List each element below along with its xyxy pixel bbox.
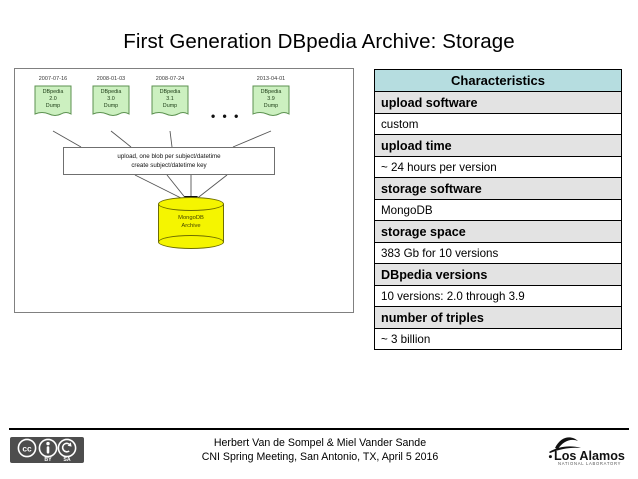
dump-label-line3: Dump	[45, 103, 61, 110]
footer-divider	[9, 428, 629, 430]
dump-label: DBpedia 3.0 Dump	[92, 89, 130, 111]
dump-label-line3: Dump	[162, 103, 178, 110]
architecture-diagram: 2007-07-16 DBpedia 2.0 Dump 2008-01-03	[14, 68, 354, 313]
dump-item-3: 2013-04-01 DBpedia 3.9 Dump	[249, 75, 293, 121]
row-value-storage-software: MongoDB	[374, 199, 622, 221]
cylinder-bottom	[158, 235, 224, 249]
cylinder-label-line2: Archive	[181, 222, 201, 229]
table-row: storage software	[374, 177, 622, 200]
svg-text:SA: SA	[63, 457, 70, 463]
dump-label-line2: 3.1	[166, 96, 174, 103]
footer-event: CNI Spring Meeting, San Antonio, TX, Apr…	[201, 451, 439, 463]
footer-authors: Herbert Van de Sompel & Miel Vander Sand…	[213, 437, 427, 449]
table-row: upload time	[374, 134, 622, 157]
dump-label-line1: DBpedia	[159, 89, 181, 95]
upload-process-line2: create subject/datetime key	[131, 162, 207, 169]
table-row: custom	[374, 113, 622, 135]
row-label-storage-software: storage software	[374, 177, 622, 200]
characteristics-table: Characteristics upload software custom u…	[374, 69, 622, 350]
dump-date: 2007-07-16	[38, 76, 68, 82]
dump-document-icon: DBpedia 3.9 Dump	[252, 85, 290, 121]
dump-date: 2013-04-01	[256, 76, 286, 82]
dump-document-icon: DBpedia 3.1 Dump	[151, 85, 189, 121]
dump-item-1: 2008-01-03 DBpedia 3.0 Dump	[89, 75, 133, 121]
row-label-dbpedia-versions: DBpedia versions	[374, 263, 622, 286]
cylinder-label: MongoDB Archive	[158, 215, 224, 230]
page-title: First Generation DBpedia Archive: Storag…	[123, 30, 515, 53]
svg-text:cc: cc	[22, 444, 32, 454]
upload-process-line1: upload, one blob per subject/datetime	[117, 153, 221, 160]
row-label-number-of-triples: number of triples	[374, 306, 622, 329]
row-label-storage-space: storage space	[374, 220, 622, 243]
dump-item-0: 2007-07-16 DBpedia 2.0 Dump	[31, 75, 75, 121]
dump-date: 2008-01-03	[96, 76, 126, 82]
table-row: number of triples	[374, 306, 622, 329]
creative-commons-license-icon: cc BY SA	[10, 437, 84, 463]
cylinder-label-line1: MongoDB	[178, 215, 204, 221]
mongodb-archive-cylinder: MongoDB Archive	[158, 197, 224, 249]
table-row: ~ 3 billion	[374, 328, 622, 350]
table-header-cell: Characteristics	[374, 69, 622, 92]
svg-text:Los Alamos: Los Alamos	[554, 449, 625, 463]
dump-document-icon: DBpedia 2.0 Dump	[34, 85, 72, 121]
dump-label-line1: DBpedia	[42, 89, 64, 95]
svg-text:BY: BY	[44, 457, 52, 463]
row-label-upload-time: upload time	[374, 134, 622, 157]
row-value-upload-software: custom	[374, 113, 622, 135]
dump-label-line2: 3.9	[267, 96, 275, 103]
table-row: storage space	[374, 220, 622, 243]
dump-label: DBpedia 3.1 Dump	[151, 89, 189, 111]
upload-process-box: upload, one blob per subject/datetime cr…	[63, 147, 275, 175]
dump-label: DBpedia 2.0 Dump	[34, 89, 72, 111]
dump-label-line2: 3.0	[107, 96, 115, 103]
dump-document-icon: DBpedia 3.0 Dump	[92, 85, 130, 121]
row-label-upload-software: upload software	[374, 91, 622, 114]
dump-row: 2007-07-16 DBpedia 2.0 Dump 2008-01-03	[15, 69, 355, 139]
dump-label-line3: Dump	[263, 103, 279, 110]
los-alamos-logo: Los Alamos NATIONAL LABORATORY	[545, 434, 631, 466]
table-row: ~ 24 hours per version	[374, 156, 622, 178]
row-value-upload-time: ~ 24 hours per version	[374, 156, 622, 178]
dump-label-line2: 2.0	[49, 96, 57, 103]
dump-label-line1: DBpedia	[260, 89, 282, 95]
table-header-row: Characteristics	[374, 69, 622, 92]
svg-text:NATIONAL LABORATORY: NATIONAL LABORATORY	[558, 461, 621, 466]
row-value-number-of-triples: ~ 3 billion	[374, 328, 622, 350]
table-row: DBpedia versions	[374, 263, 622, 286]
dump-date: 2008-07-24	[155, 76, 185, 82]
table-row: upload software	[374, 91, 622, 114]
cylinder-top	[158, 197, 224, 211]
footer-credits: Herbert Van de Sompel & Miel Vander Sand…	[120, 436, 520, 464]
table-row: MongoDB	[374, 199, 622, 221]
row-value-storage-space: 383 Gb for 10 versions	[374, 242, 622, 264]
table-row: 383 Gb for 10 versions	[374, 242, 622, 264]
table-row: 10 versions: 2.0 through 3.9	[374, 285, 622, 307]
ellipsis-indicator: • • •	[211, 109, 241, 123]
dump-label-line1: DBpedia	[100, 89, 122, 95]
dump-label: DBpedia 3.9 Dump	[252, 89, 290, 111]
row-value-dbpedia-versions: 10 versions: 2.0 through 3.9	[374, 285, 622, 307]
dump-item-2: 2008-07-24 DBpedia 3.1 Dump	[148, 75, 192, 121]
dump-label-line3: Dump	[103, 103, 119, 110]
